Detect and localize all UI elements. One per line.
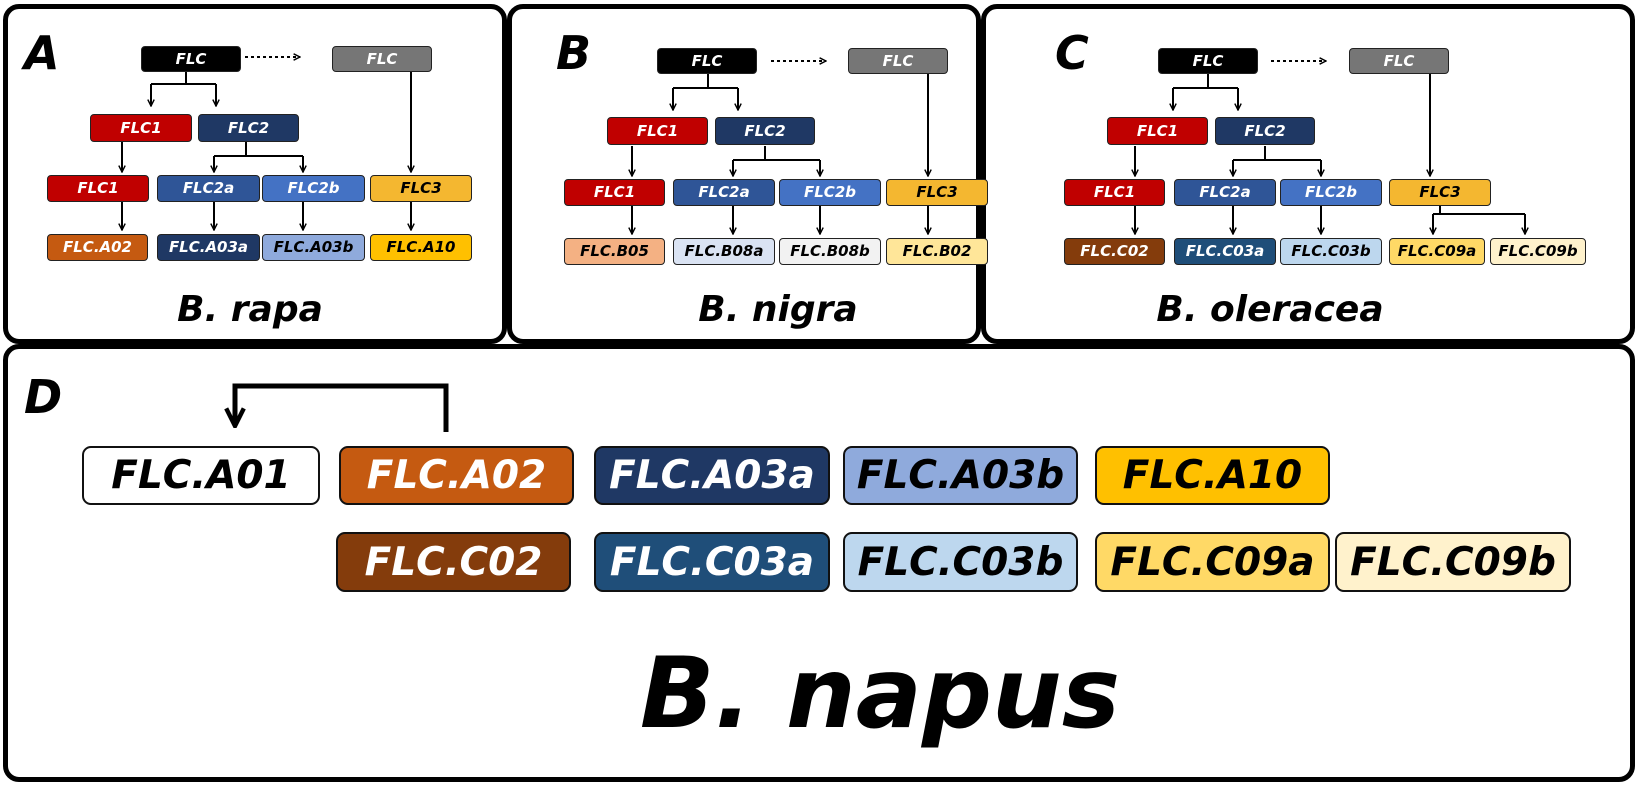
gene-flc: FLC bbox=[141, 46, 241, 72]
gene-flc-a01: FLC.A01 bbox=[82, 446, 320, 505]
gene-flc-c03b: FLC.C03b bbox=[843, 532, 1078, 592]
gene-flc2a: FLC2a bbox=[157, 175, 260, 202]
species-label-d: B. napus bbox=[639, 637, 1121, 751]
gene-flc1-sub: FLC1 bbox=[47, 175, 149, 202]
gene-flc-a03b: FLC.A03b bbox=[262, 234, 365, 261]
gene-flc2: FLC2 bbox=[715, 117, 815, 145]
gene-flc1-sub: FLC1 bbox=[564, 179, 665, 206]
gene-flc: FLC bbox=[1158, 48, 1258, 74]
gene-flc-copy: FLC bbox=[1349, 48, 1449, 74]
gene-flc-c02: FLC.C02 bbox=[1064, 238, 1165, 265]
species-label-c: B. oleracea bbox=[1156, 289, 1384, 330]
gene-flc-c09b: FLC.C09b bbox=[1335, 532, 1571, 592]
gene-flc-c03b: FLC.C03b bbox=[1280, 238, 1382, 265]
gene-flc-b02: FLC.B02 bbox=[886, 238, 988, 265]
gene-flc-copy: FLC bbox=[332, 46, 432, 72]
gene-flc-a10: FLC.A10 bbox=[370, 234, 472, 261]
gene-flc3: FLC3 bbox=[370, 175, 472, 202]
gene-flc2: FLC2 bbox=[198, 114, 299, 142]
gene-flc2b: FLC2b bbox=[262, 175, 365, 202]
panel-letter-d: D bbox=[24, 370, 63, 424]
panel-letter-b: B bbox=[556, 26, 592, 80]
gene-flc-c03a: FLC.C03a bbox=[1174, 238, 1276, 265]
gene-flc-c09b: FLC.C09b bbox=[1490, 238, 1586, 265]
gene-flc-a03b: FLC.A03b bbox=[843, 446, 1078, 505]
gene-flc-a03a: FLC.A03a bbox=[157, 234, 260, 261]
gene-flc2: FLC2 bbox=[1215, 117, 1315, 145]
gene-flc1: FLC1 bbox=[1107, 117, 1208, 145]
translocation-arrow-d bbox=[235, 383, 449, 432]
species-label-a: B. rapa bbox=[177, 289, 323, 330]
gene-flc1: FLC1 bbox=[607, 117, 708, 145]
gene-flc-a02: FLC.A02 bbox=[47, 234, 148, 261]
gene-flc2a: FLC2a bbox=[1174, 179, 1276, 206]
gene-flc1: FLC1 bbox=[90, 114, 192, 142]
panel-letter-a: A bbox=[24, 26, 60, 80]
species-label-b: B. nigra bbox=[698, 289, 858, 330]
gene-flc-b08a: FLC.B08a bbox=[673, 238, 775, 265]
gene-flc2a: FLC2a bbox=[673, 179, 775, 206]
gene-flc-b05: FLC.B05 bbox=[564, 238, 665, 265]
gene-flc-a10: FLC.A10 bbox=[1095, 446, 1330, 505]
gene-flc-c09a: FLC.C09a bbox=[1095, 532, 1330, 592]
panel-letter-c: C bbox=[1055, 26, 1089, 80]
gene-flc2b: FLC2b bbox=[1280, 179, 1382, 206]
gene-flc-c09a: FLC.C09a bbox=[1389, 238, 1485, 265]
gene-flc-b08b: FLC.B08b bbox=[779, 238, 881, 265]
gene-flc2b: FLC2b bbox=[779, 179, 881, 206]
gene-flc3: FLC3 bbox=[886, 179, 988, 206]
gene-flc-c02: FLC.C02 bbox=[336, 532, 571, 592]
gene-flc3: FLC3 bbox=[1389, 179, 1491, 206]
gene-flc-a02: FLC.A02 bbox=[339, 446, 574, 505]
gene-flc-c03a: FLC.C03a bbox=[594, 532, 830, 592]
gene-flc-a03a: FLC.A03a bbox=[594, 446, 830, 505]
gene-flc-copy: FLC bbox=[848, 48, 948, 74]
gene-flc1-sub: FLC1 bbox=[1064, 179, 1165, 206]
gene-flc: FLC bbox=[657, 48, 757, 74]
branch-a-flc bbox=[150, 70, 216, 106]
